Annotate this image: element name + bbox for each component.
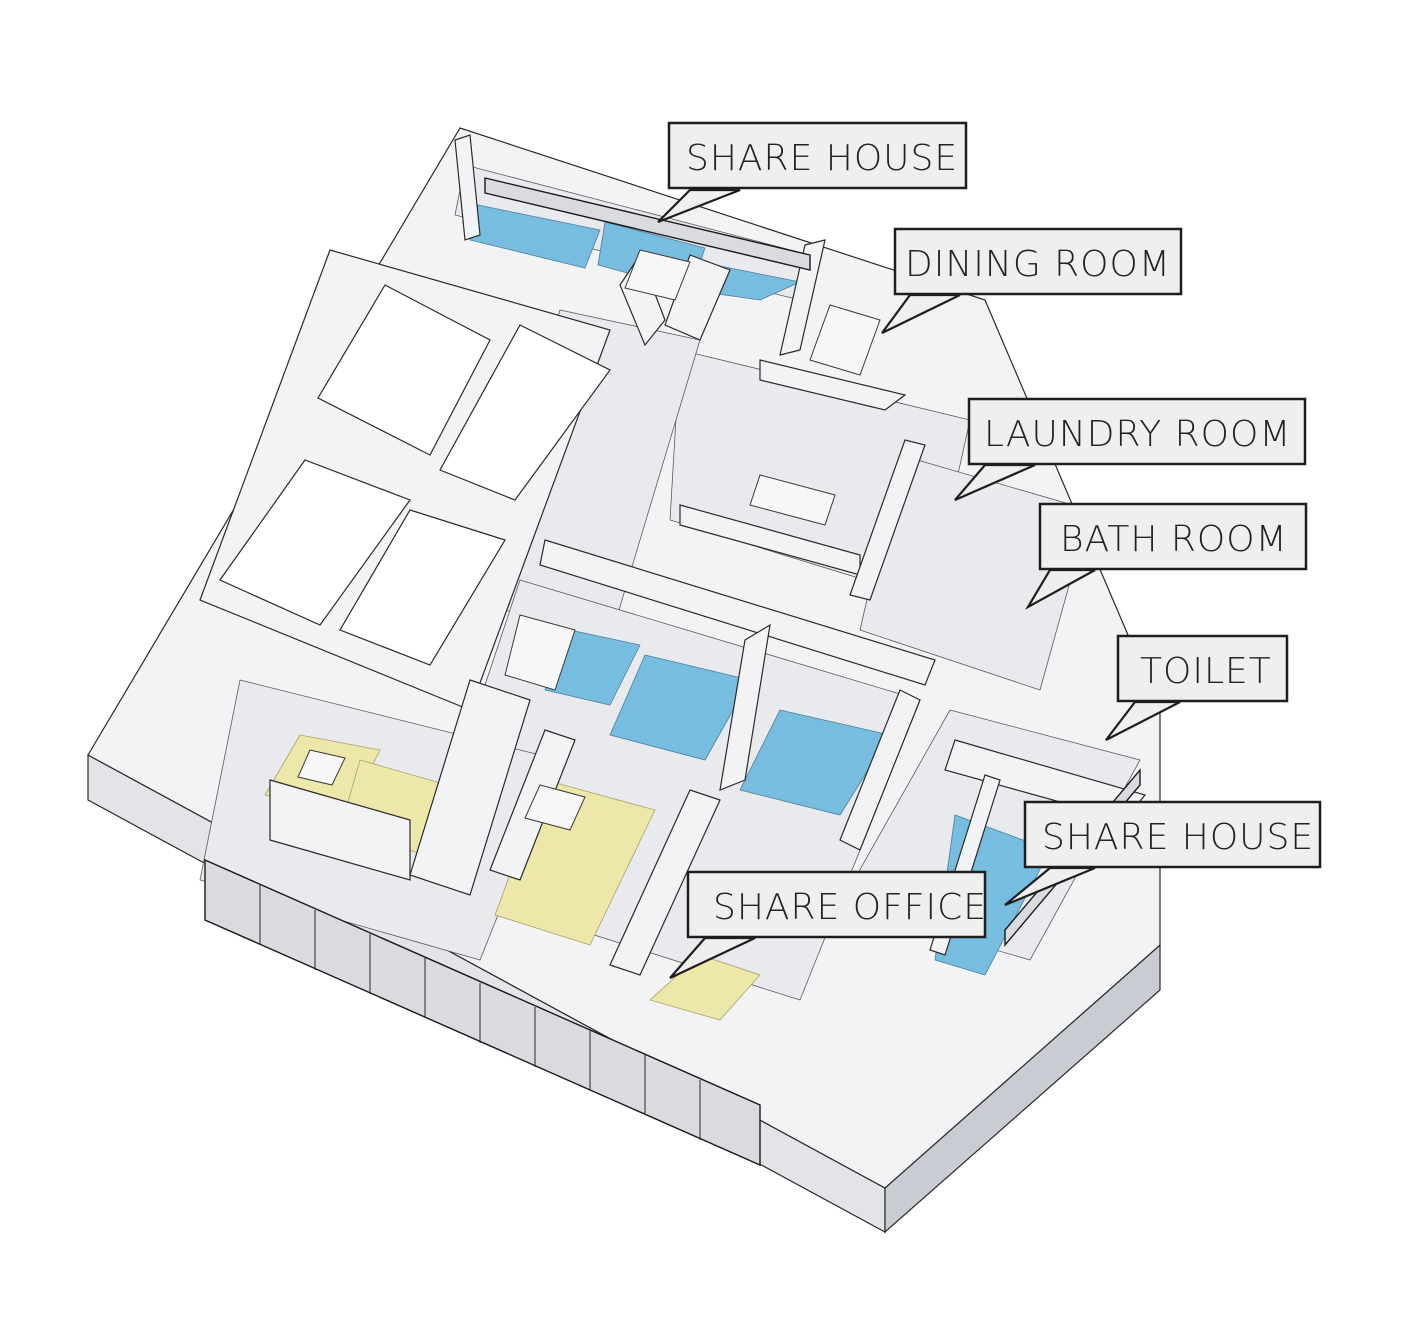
furniture [297, 249, 881, 831]
courtyard [199, 249, 611, 711]
callout-laundry-room: LAUNDRY ROOM [954, 397, 1307, 502]
callout-laundry-room-label: LAUNDRY ROOM [984, 414, 1291, 455]
office-desk-1 [297, 749, 346, 786]
share-house-mid-floor-3 [739, 709, 891, 816]
dining-table [749, 474, 836, 526]
callout-toilet-label: TOILET [1140, 651, 1272, 692]
share-office-floor-4 [649, 954, 761, 1021]
callout-dining-room-label: DINING ROOM [905, 244, 1171, 285]
bed-1 [504, 614, 576, 691]
callout-bath-room: BATH ROOM [1024, 502, 1308, 610]
callout-share-office: SHARE OFFICE [669, 870, 987, 979]
callout-dining-room: DINING ROOM [881, 227, 1183, 334]
share-house-mid-floor-2 [609, 654, 751, 761]
callout-share-house-top-label: SHARE HOUSE [686, 138, 958, 179]
bed-2 [624, 249, 691, 301]
dining-table-upper [809, 304, 881, 376]
callout-share-house-bottom: SHARE HOUSE [1004, 800, 1322, 907]
callout-bath-room-label: BATH ROOM [1060, 519, 1288, 560]
office-desk-2 [524, 784, 586, 831]
callout-toilet: TOILET [1105, 634, 1289, 741]
callout-share-house-top: SHARE HOUSE [657, 121, 968, 224]
callout-share-house-bottom-label: SHARE HOUSE [1042, 817, 1314, 858]
callout-share-office-label: SHARE OFFICE [713, 887, 987, 928]
